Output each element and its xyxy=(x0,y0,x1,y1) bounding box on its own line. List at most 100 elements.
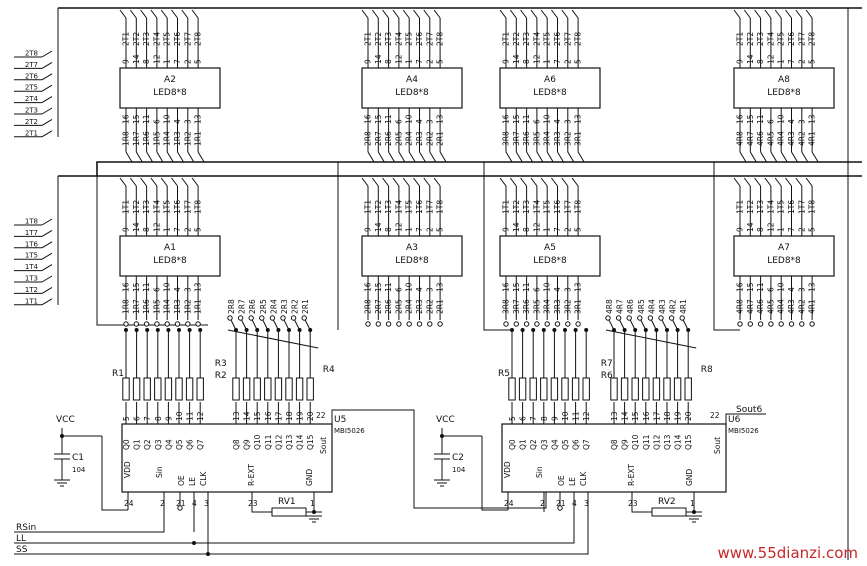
pin-number: 16 xyxy=(364,114,373,124)
chip-output-label: Q12 xyxy=(652,434,661,450)
chip-output-label: Q6 xyxy=(186,439,195,450)
pin-number: 24 xyxy=(124,499,134,508)
pin-number: 1 xyxy=(543,227,552,232)
pin-signal: 3R5 xyxy=(532,299,541,314)
pin-signal: 1R5 xyxy=(152,299,161,314)
pin-signal: 2T2 xyxy=(374,32,383,46)
led-id-A8: A8 xyxy=(778,75,790,85)
led-top-bend xyxy=(571,177,579,187)
led-type-A2: LED8*8 xyxy=(153,88,187,98)
pin-signal: 3R7 xyxy=(512,299,521,314)
signal-2T-bend xyxy=(41,130,53,138)
led-top-bend xyxy=(785,9,792,19)
chip-pin-number: 18 xyxy=(285,411,294,421)
rsin-line xyxy=(14,492,165,533)
chip-output-label: Q14 xyxy=(674,434,683,450)
pin-number: 4 xyxy=(192,499,197,508)
pin-number: 14 xyxy=(512,54,521,64)
open-terminal xyxy=(575,321,581,327)
led-top-bend xyxy=(413,177,420,187)
junction-dot xyxy=(665,328,669,332)
chip-output-label: Q7 xyxy=(582,439,591,450)
ll-label: LL xyxy=(16,534,26,544)
resistor xyxy=(652,377,661,401)
pin-number: 7 xyxy=(553,227,562,232)
pin-number: 7 xyxy=(787,227,796,232)
pin-number: 13 xyxy=(436,114,445,124)
junction-dot xyxy=(265,328,270,332)
led-top-bend xyxy=(382,9,390,19)
led-rail-bend xyxy=(577,151,585,163)
open-terminal xyxy=(637,315,643,321)
chip-output-label: Q11 xyxy=(642,434,651,450)
open-terminal xyxy=(164,321,170,327)
pin-signal: 2T3 xyxy=(522,32,531,46)
signal-2T-bend xyxy=(41,118,53,126)
pin-number: 11 xyxy=(522,114,531,124)
pin-number: 12 xyxy=(152,222,161,232)
chip-pin-number: 5 xyxy=(508,416,517,421)
chip-pin-number: 16 xyxy=(264,411,273,421)
open-terminal xyxy=(385,321,392,327)
pin-number: 10 xyxy=(543,282,552,292)
pin-signal: 1T8 xyxy=(574,200,583,214)
signal-1T-label: 1T5 xyxy=(25,252,38,260)
signal-1T-bend xyxy=(41,286,53,294)
pin-signal: 2T3 xyxy=(756,32,765,46)
open-terminal xyxy=(565,321,571,327)
led-rail-bend xyxy=(439,151,447,163)
led-top-bend xyxy=(764,177,772,187)
pin-signal: 2R1 xyxy=(436,131,445,146)
open-terminal xyxy=(133,321,140,327)
pin-signal: 3R8 xyxy=(502,299,511,314)
pin-signal: 3R4 xyxy=(543,131,552,146)
pin-signal: 2T8 xyxy=(436,32,445,46)
open-terminal xyxy=(143,321,150,327)
vcc-label: VCC xyxy=(56,415,75,425)
led-top-bend xyxy=(509,9,517,19)
pin-number: 7 xyxy=(173,59,182,64)
bus-label: 2R6 xyxy=(248,299,257,314)
pin-number: 1 xyxy=(163,227,172,232)
pin-signal: 3R5 xyxy=(532,131,541,146)
resistor xyxy=(232,377,240,401)
pin-number: 2 xyxy=(160,499,165,508)
led-top-bend xyxy=(413,9,420,19)
chip-pin-number: 12 xyxy=(582,411,591,421)
led-matrix-A5 xyxy=(499,235,601,277)
pin-number: 14 xyxy=(374,54,383,64)
pin-signal: 1T6 xyxy=(787,200,796,214)
chip-pin-number: 19 xyxy=(674,411,683,421)
resistor xyxy=(242,377,251,401)
resistor xyxy=(663,377,671,401)
potentiometer xyxy=(651,507,687,517)
pin-number: 4 xyxy=(553,287,562,292)
junction-dot xyxy=(440,434,444,438)
pin-number: 14 xyxy=(132,54,141,64)
led-type-A7: LED8*8 xyxy=(767,256,801,266)
open-terminal xyxy=(396,321,402,327)
junction-dot xyxy=(244,328,249,332)
bus-label: 2R8 xyxy=(227,299,236,314)
chip-output-label: Q4 xyxy=(550,439,559,450)
open-terminal xyxy=(647,315,654,321)
pin-signal: 4R5 xyxy=(766,299,775,314)
pin-signal: 2T4 xyxy=(394,32,403,46)
pin-signal: 1R6 xyxy=(142,299,151,314)
chip-pin-number: 8 xyxy=(154,416,163,421)
chip-ref: U6 xyxy=(728,415,741,425)
chip-output-label: Q3 xyxy=(154,439,163,450)
pin-number: 3 xyxy=(584,499,589,508)
led-top-bend xyxy=(433,177,441,187)
chip-output-label: Q6 xyxy=(572,439,581,450)
resistor xyxy=(610,377,618,401)
pin-number: 3 xyxy=(425,119,434,124)
pin-number: 5 xyxy=(436,59,445,64)
pot-label: RV1 xyxy=(278,497,296,507)
open-terminal xyxy=(534,321,540,327)
chip-output-label: Q0 xyxy=(508,439,517,450)
signal-2T-label: 2T6 xyxy=(25,72,39,80)
led-top-bend xyxy=(140,177,148,187)
pin-gnd: GND xyxy=(305,469,314,486)
pin-signal: 1T7 xyxy=(425,200,434,214)
